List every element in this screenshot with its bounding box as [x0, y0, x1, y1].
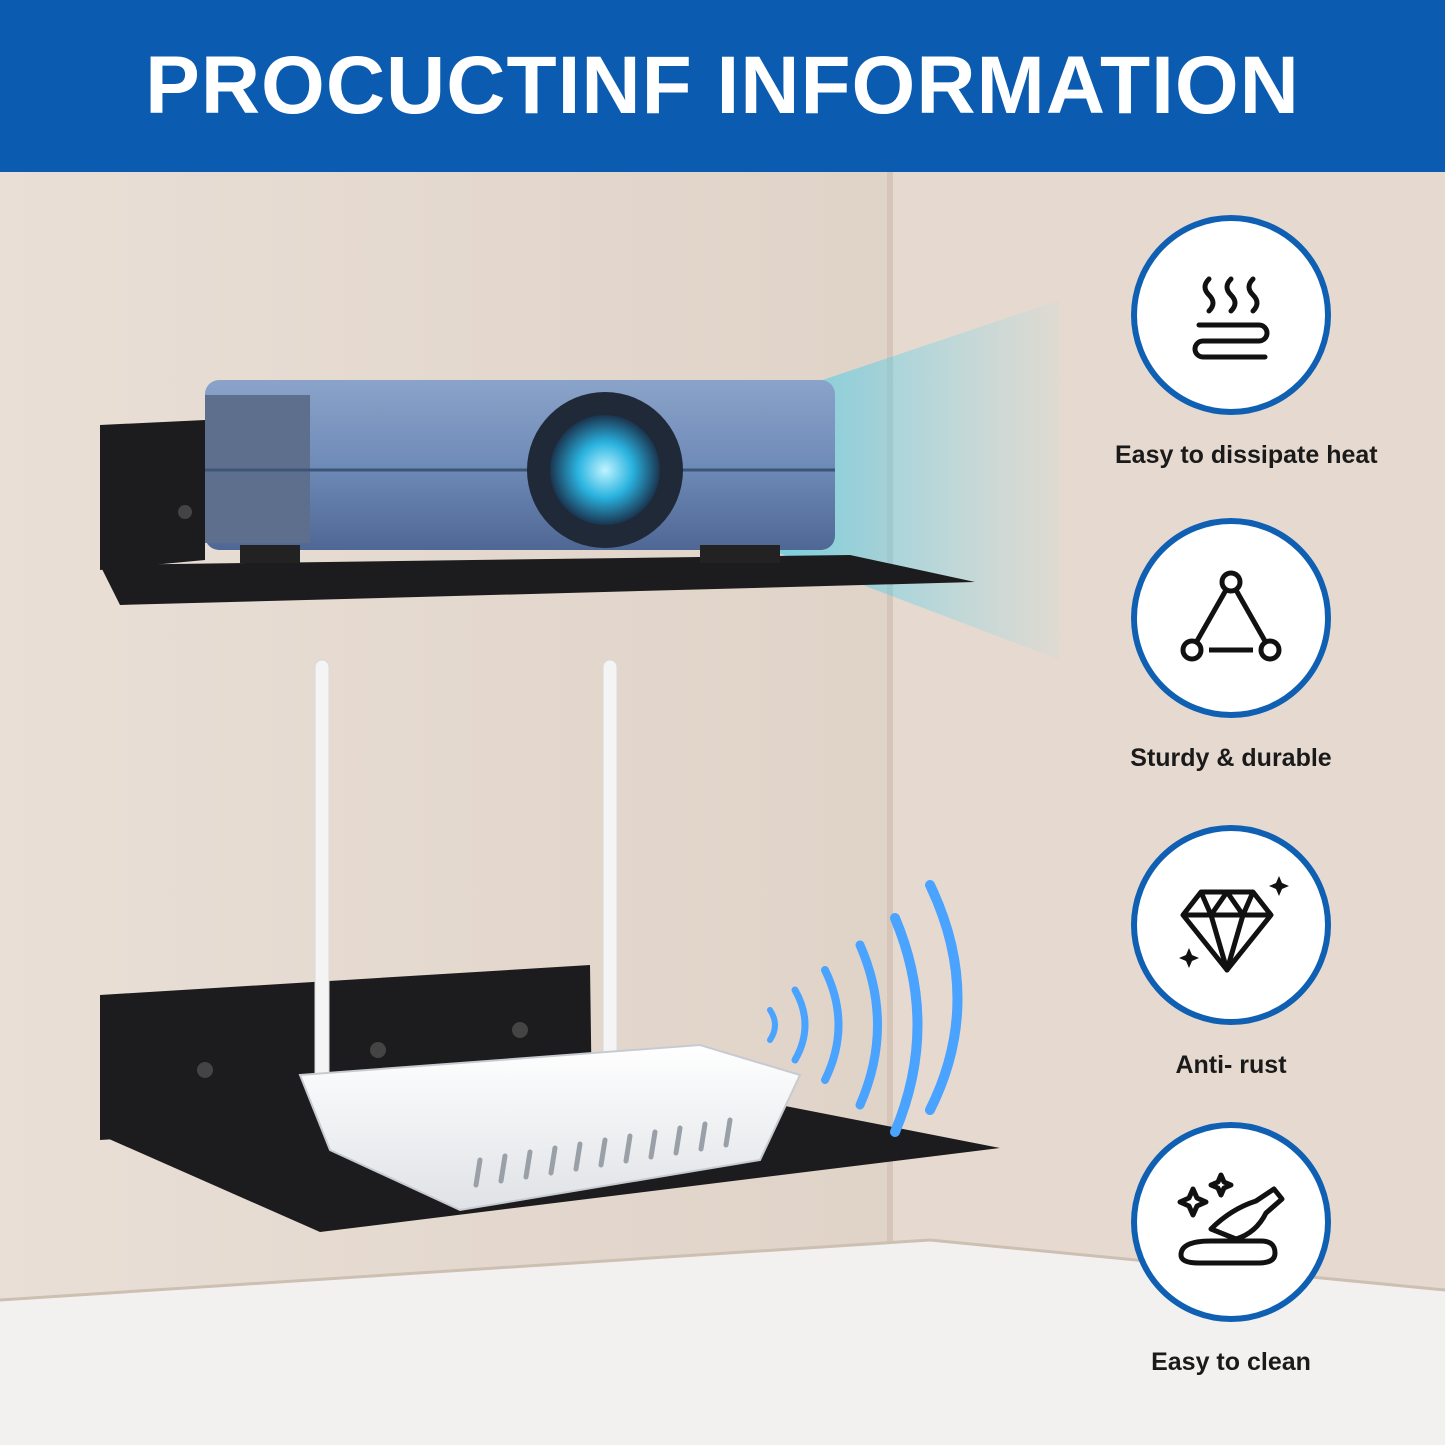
heat-waves-icon — [1192, 276, 1270, 360]
feature-sturdy-circle — [1131, 518, 1331, 718]
router-body — [298, 1043, 802, 1212]
feature-anti-rust-circle — [1131, 825, 1331, 1025]
diamond-icon — [1179, 876, 1289, 973]
projector-body — [205, 380, 835, 550]
upper-shelf-platform — [100, 555, 975, 605]
projector-foot-left — [240, 545, 300, 563]
upper-shelf-screw — [178, 505, 192, 519]
triangle-nodes-icon — [1180, 570, 1282, 662]
projector-foot-right — [700, 545, 780, 563]
feature-heat-circle — [1131, 215, 1331, 415]
hand-wipe-icon — [1177, 1172, 1285, 1266]
router-antenna-left — [314, 659, 330, 1081]
floor — [0, 1240, 1445, 1445]
product-scene — [0, 172, 1445, 1445]
feature-clean-label: Easy to clean — [1151, 1348, 1311, 1376]
feature-sturdy-label: Sturdy & durable — [1130, 744, 1332, 772]
lower-shelf-screw — [197, 1062, 213, 1078]
floor-edge — [0, 1238, 931, 1302]
feature-heat: Easy to dissipate heat — [1115, 215, 1378, 470]
wifi-signal-waves — [767, 880, 963, 1137]
router-antenna-right — [602, 659, 618, 1061]
lower-shelf-screw-3 — [512, 1022, 528, 1038]
page-title: PROCUCTINF INFORMATION — [145, 40, 1300, 131]
feature-sturdy: Sturdy & durable — [1115, 518, 1347, 773]
feature-clean: Easy to clean — [1115, 1122, 1347, 1377]
router-vents — [473, 1117, 733, 1188]
feature-anti-rust: Anti- rust — [1115, 825, 1347, 1080]
feature-heat-label: Easy to dissipate heat — [1115, 441, 1378, 469]
projector-lens — [550, 415, 660, 525]
feature-anti-rust-label: Anti- rust — [1175, 1051, 1287, 1079]
lower-shelf-screw-2 — [370, 1042, 386, 1058]
feature-clean-circle — [1131, 1122, 1331, 1322]
header-banner: PROCUCTINF INFORMATION — [0, 0, 1445, 172]
upper-shelf-backplate — [100, 420, 205, 570]
